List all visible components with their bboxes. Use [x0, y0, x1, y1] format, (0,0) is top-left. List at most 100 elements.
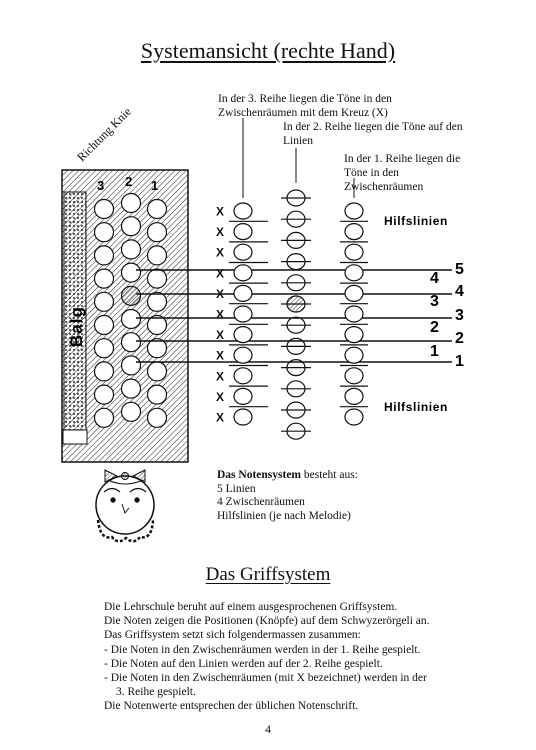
accordion-button: [93, 291, 115, 312]
note-row2: [286, 231, 306, 249]
body-line: 3. Reihe gespielt.: [116, 686, 196, 699]
accordion-button: [93, 198, 115, 220]
accordion-button: [146, 338, 168, 359]
note-row3: [233, 202, 253, 220]
note-row3: [233, 305, 253, 323]
accordion-button: [93, 268, 115, 289]
accordion-button: [93, 338, 115, 359]
note-row2: [286, 253, 306, 271]
x-mark: X: [216, 225, 224, 239]
row-number-3: 3: [97, 178, 104, 193]
notensystem-block: Das Notensystem besteht aus: 5 Linien 4 …: [217, 469, 358, 523]
note-row1: [344, 305, 364, 323]
accordion-button: [146, 314, 168, 336]
note-row2: [286, 274, 306, 292]
accordion-button: [120, 401, 142, 422]
x-mark: X: [216, 411, 224, 425]
note-row1-line2: Töne in den: [344, 167, 399, 179]
notensystem-item: 4 Zwischenräumen: [217, 496, 305, 508]
bellows-label: Balg: [67, 306, 86, 347]
note-row1: [344, 346, 364, 364]
note-row3: [233, 326, 253, 344]
page-title: Systemansicht (rechte Hand): [140, 38, 396, 63]
note-row1-line3: Zwischenräumen: [344, 181, 424, 193]
accordion-button: [120, 216, 142, 237]
note-row2: [286, 189, 306, 207]
body-line: Die Notenwerte entsprechen der üblichen …: [104, 700, 359, 713]
accordion-button: [120, 332, 142, 353]
accordion-button: [146, 407, 168, 428]
accordion-button: [146, 291, 168, 312]
note-row2: [286, 380, 306, 398]
row-number-2: 2: [125, 174, 132, 189]
x-mark: X: [216, 246, 224, 260]
line-label-4: 4: [455, 283, 464, 300]
note-row1: [344, 284, 364, 302]
x-mark: X: [216, 308, 224, 322]
accordion-button: [146, 268, 168, 289]
x-mark: X: [216, 205, 224, 219]
accordion-button: [93, 361, 115, 382]
line-label-1: 1: [455, 353, 464, 370]
space-label-1: 1: [430, 343, 439, 360]
note-row2: [286, 210, 306, 228]
hilfslinien-top-label: Hilfslinien: [384, 214, 448, 228]
line-label-3: 3: [455, 307, 464, 324]
accordion-button: [93, 407, 115, 428]
note-row2-line2: Linien: [283, 135, 314, 147]
note-row1: [344, 408, 364, 426]
note-row1-line1: In der 1. Reihe liegen die: [344, 153, 461, 165]
body-line: - Die Noten auf den Linien werden auf de…: [104, 657, 383, 670]
note-row1: [344, 223, 364, 241]
space-label-4: 4: [430, 270, 439, 287]
section-title-griffsystem: Das Griffsystem: [205, 564, 331, 585]
accordion-button: [146, 384, 168, 405]
x-mark: X: [216, 287, 224, 301]
note-row3: [233, 387, 253, 405]
note-row2: In der 2. Reihe liegen die Töne auf den …: [283, 120, 463, 148]
note-row1: In der 1. Reihe liegen die Töne in den Z…: [344, 152, 460, 194]
note-row3-line2: Zwischenräumen mit dem Kreuz (X): [218, 107, 388, 119]
player-head-illustration: [95, 469, 155, 543]
accordion-button: [120, 192, 142, 214]
note-row1: [344, 326, 364, 344]
note-row2: [286, 295, 306, 313]
space-label-3: 3: [430, 293, 439, 310]
note-row2: [286, 401, 306, 419]
note-row2: [286, 422, 306, 440]
hilfslinien-bottom-label: Hilfslinien: [384, 400, 448, 414]
x-mark: X: [216, 390, 224, 404]
note-row1: [344, 264, 364, 282]
accordion-button: [93, 222, 115, 243]
note-row2: [286, 316, 306, 334]
note-row3: [233, 346, 253, 364]
accordion-button: [93, 314, 115, 336]
body-line: - Die Noten in den Zwischenräumen (mit X…: [104, 672, 427, 685]
accordion-button: [146, 245, 168, 266]
note-row2: [286, 359, 306, 377]
page-number: 4: [265, 722, 271, 736]
line-label-5: 5: [455, 261, 464, 278]
body-line: Die Noten zeigen die Positionen (Knöpfe)…: [104, 615, 430, 628]
accordion-button: [120, 308, 142, 330]
space-label-2: 2: [430, 319, 439, 336]
note-row3: [233, 284, 253, 302]
body-line: Die Lehrschule beruht auf einem ausgespr…: [104, 601, 398, 613]
accordion-button: [93, 245, 115, 266]
note-row1: [344, 202, 364, 220]
note-row3: [233, 367, 253, 385]
accordion-button: [120, 239, 142, 260]
accordion-button: [120, 262, 142, 283]
accordion-button: [146, 198, 168, 220]
accordion-button: [146, 361, 168, 382]
note-row3: [233, 243, 253, 261]
note-row1: [344, 387, 364, 405]
note-row3: [233, 223, 253, 241]
notensystem-item: 5 Linien: [217, 482, 256, 495]
notensystem-item: Hilfslinien (je nach Melodie): [217, 509, 351, 522]
note-row3: [233, 408, 253, 426]
x-mark: X: [216, 349, 224, 363]
note-row3: In der 3. Reihe liegen die Töne in den Z…: [218, 92, 392, 120]
x-mark: X: [216, 369, 224, 383]
